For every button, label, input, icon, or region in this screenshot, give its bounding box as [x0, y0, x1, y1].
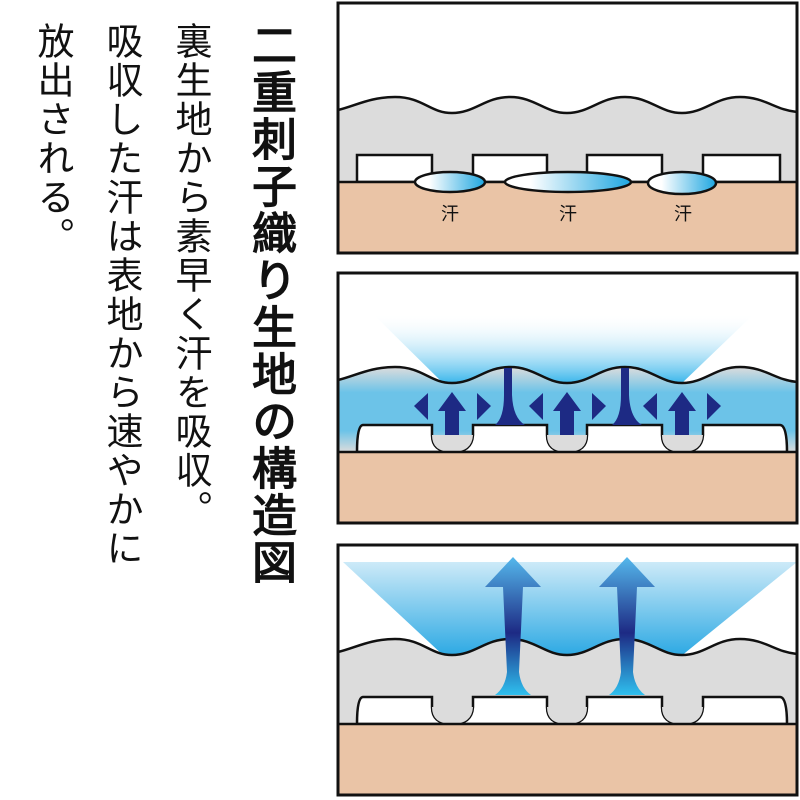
description-line-3: 放出される。: [31, 22, 74, 256]
sweat-drop: [646, 170, 718, 196]
evaporation-cone: [372, 313, 755, 385]
wicking-channel: [612, 368, 642, 425]
skin-layer: [336, 450, 799, 525]
arrow-right-icon: [592, 393, 606, 420]
arrow-up-icon: [553, 392, 581, 435]
sweat-drop: [503, 170, 633, 194]
panel-sweat-on-skin: 汗 汗 汗: [336, 1, 799, 255]
arrow-right-icon: [477, 393, 491, 420]
arrow-left-icon: [643, 393, 657, 420]
arrow-up-icon: [438, 392, 466, 435]
skin-layer: [336, 722, 799, 797]
sweat-label: 汗: [559, 204, 577, 225]
evaporation-cone: [343, 562, 797, 657]
release-arrow-icon: [485, 557, 541, 695]
diagram-title: 二重刺子織り生地の構造図: [244, 22, 297, 586]
panel-border: [336, 271, 799, 525]
release-arrow-icon: [599, 557, 655, 695]
panel-border: [336, 543, 799, 797]
panel-release: [336, 543, 799, 797]
fabric-layer: [338, 639, 797, 724]
description-line-2: 吸収した汗は表地から速やかに: [100, 22, 143, 568]
panel-border: [336, 1, 799, 255]
sweat-label: 汗: [674, 204, 692, 225]
panel-absorption: [336, 271, 799, 525]
arrow-left-icon: [414, 393, 428, 420]
arrow-left-icon: [529, 393, 543, 420]
arrow-up-icon: [668, 392, 696, 435]
sweat-label: 汗: [441, 204, 459, 225]
fabric-layer: [338, 97, 797, 182]
wicking-channel: [495, 368, 525, 425]
sweat-drop: [413, 170, 487, 194]
arrow-right-icon: [707, 393, 721, 420]
moisture-arrows: [414, 368, 721, 435]
description-line-1: 裏生地から素早く汗を吸収。: [169, 22, 212, 529]
